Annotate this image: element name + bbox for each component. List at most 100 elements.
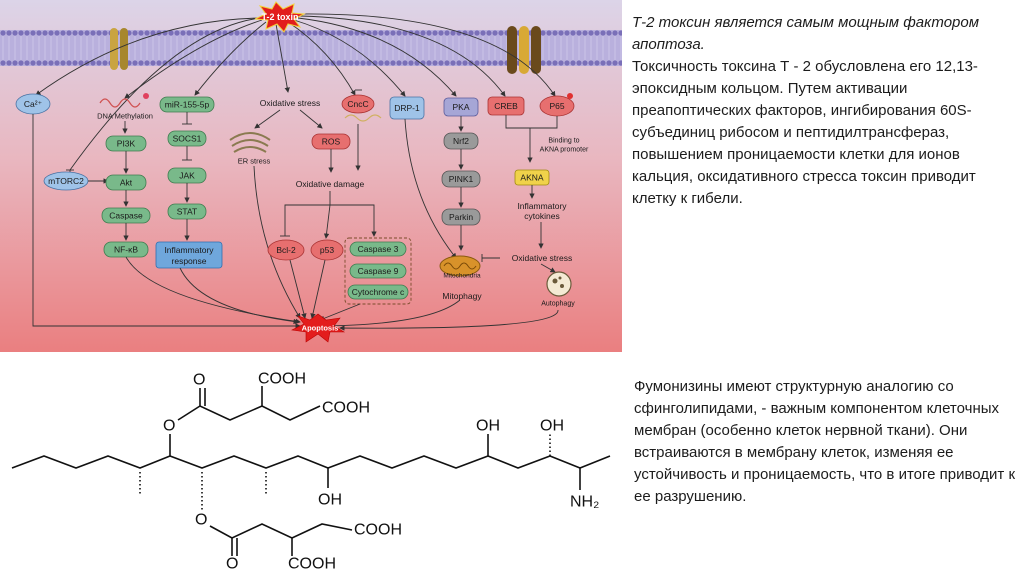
lipid-head [594,60,600,66]
lipid-head [294,30,300,36]
lipid-head [606,60,612,66]
lipid-head [474,30,480,36]
lipid-head [318,30,324,36]
lipid-head [372,60,378,66]
nfkb-label: NF-κB [114,245,138,255]
lipid-head [0,30,6,36]
cell-membrane [0,30,622,66]
lipid-head [354,60,360,66]
fumonisin-description: Фумонизины имеют структурную аналогию со… [634,378,1016,505]
lipid-head [312,30,318,36]
binding-line2: AKNA promoter [540,147,589,154]
toxin-arrows [35,13,556,171]
inflammatory-cytokines-line1: Inflammatory [517,201,567,211]
pink1-label: PINK1 [449,174,474,184]
lipid-head [12,60,18,66]
akna-node: AKNA [514,169,550,186]
lipid-head [180,30,186,36]
lipid-head [192,30,198,36]
lipid-head [0,60,6,66]
dna-methylation-label: DNA Methylation [97,112,153,121]
drp1-label: DRP-1 [394,103,420,113]
lipid-head [12,30,18,36]
lipid-head [246,30,252,36]
lipid-head [582,60,588,66]
creb-node: CREB [487,96,525,116]
lipid-head [144,30,150,36]
lipid-head [228,60,234,66]
lipid-head [432,30,438,36]
lipid-head [552,30,558,36]
lipid-head [552,60,558,66]
ester-o-upper: O [163,418,175,435]
lipid-head [264,60,270,66]
caspase9-label: Caspase 9 [358,266,399,276]
lipid-head [330,30,336,36]
mitochondria-label: Mitochondria [443,273,481,280]
lipid-head [570,30,576,36]
lipid-head [480,30,486,36]
t2-toxin-pathway-diagram: T-2 toxin Ca²⁺ mTORC2 DNA Methylation PI… [0,0,622,352]
lipid-head [546,60,552,66]
lipid-head [24,30,30,36]
lipid-head [186,60,192,66]
carbonyl-o-upper: O [193,372,205,389]
p53-node: p53 [310,239,344,261]
mitophagy-label: Mitophagy [442,291,482,301]
lipid-head [618,30,622,36]
lipid-head [60,30,66,36]
lipid-head [540,60,546,66]
t2-toxin-burst: T-2 toxin [254,1,306,33]
lipid-head [426,30,432,36]
creb-label: CREB [494,101,518,111]
lipid-head [48,30,54,36]
oh-2: OH [476,418,500,435]
lipid-head [204,60,210,66]
lipid-head [420,30,426,36]
caspase3-label: Caspase 3 [358,244,399,254]
cytochrome-c-label: Cytochrome c [352,287,405,297]
lipid-head [216,30,222,36]
lipid-head [174,30,180,36]
lipid-head [444,60,450,66]
lipid-head [396,30,402,36]
stat-node: STAT [167,203,207,220]
lipid-head [48,60,54,66]
lipid-head [498,30,504,36]
mir155-node: miR-155-5p [159,96,215,113]
cncc-node: CncC [341,94,375,114]
lipid-head [276,60,282,66]
lipid-head [270,30,276,36]
caspase-group: Caspase 3 Caspase 9 Cytochrome c [344,237,412,305]
lipid-head [66,60,72,66]
lipid-head [336,60,342,66]
lipid-head [138,60,144,66]
parkin-label: Parkin [449,212,473,222]
p65-dot [567,93,573,99]
toxin-description: Т-2 токсин является самым мощным факторо… [632,12,1017,210]
inflammatory-response-line1: Inflammatory [164,245,214,255]
lipid-head [378,30,384,36]
lipid-head [618,60,622,66]
lipid-head [6,30,12,36]
pink1-node: PINK1 [441,170,481,188]
lipid-head [564,60,570,66]
cooh-lower-1: COOH [354,522,402,539]
lipid-head [492,30,498,36]
lipid-head [336,30,342,36]
lipid-head [600,30,606,36]
lipid-head [348,60,354,66]
mtorc2-node: mTORC2 [43,171,89,191]
methyl-dot [143,93,149,99]
akna-label: AKNA [520,173,543,183]
lipid-head [384,60,390,66]
lipid-head [84,30,90,36]
lipid-head [540,30,546,36]
jak-label: JAK [179,171,195,181]
fumonisin-structure: O O COOH COOH O O COOH COOH OH OH OH NH₂ [0,362,622,576]
bcl2-label: Bcl-2 [276,245,296,255]
p65-node: P65 [539,95,575,117]
lipid-head [402,30,408,36]
lipid-head [354,30,360,36]
lipid-head [396,60,402,66]
